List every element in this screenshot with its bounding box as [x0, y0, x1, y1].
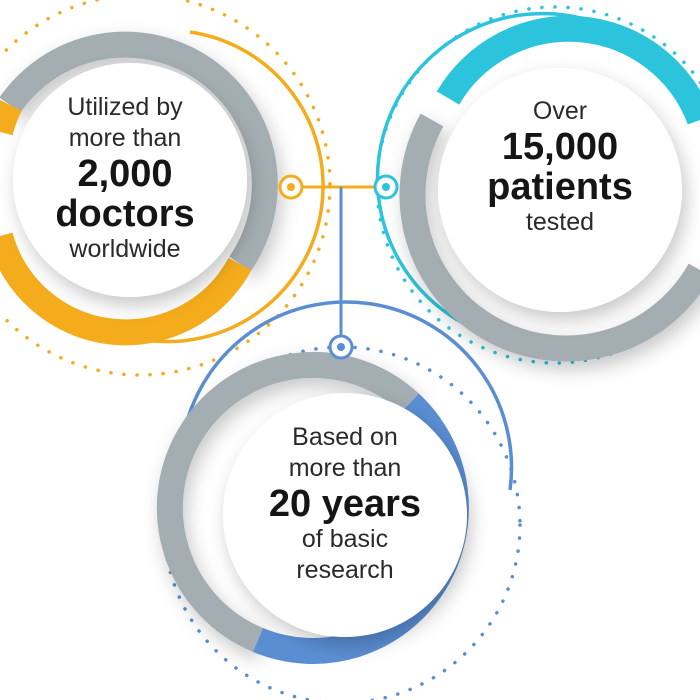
patients-figure: 15,000 [501, 126, 619, 168]
patients-node-inner [382, 183, 390, 191]
doctors-node-inner [287, 183, 295, 191]
patients-line1: Over [532, 97, 588, 125]
doctors-ring-gray [0, 31, 278, 272]
patients-dotted-ring [375, 5, 700, 365]
doctors-ring-orange-top [0, 99, 22, 136]
doctors-subject: doctors [55, 193, 195, 235]
doctors-line2: more than [68, 124, 182, 152]
research-line4: research [296, 556, 394, 584]
research-node-inner [337, 343, 345, 351]
doctors-line1: Utilized by [67, 93, 183, 121]
connector-lines [303, 185, 376, 337]
doctors-inner-disc [13, 63, 247, 297]
research-stat: Based on more than 20 years of basic res… [245, 422, 445, 586]
patients-line2: tested [525, 208, 595, 236]
patients-outer-arc [375, 11, 611, 340]
patients-subject: patients [487, 166, 633, 208]
patients-ring-gray [399, 113, 700, 362]
research-inner-disc [223, 393, 467, 637]
research-circle-group [156, 300, 522, 700]
research-line3: of basic [301, 525, 389, 553]
doctors-circle-group [0, 0, 332, 377]
research-figure: 20 years [268, 483, 422, 525]
research-line2: more than [288, 454, 402, 482]
research-line1: Based on [292, 423, 398, 451]
research-ring-gray [156, 351, 419, 652]
research-outer-arc [180, 300, 514, 491]
patients-inner-disc [438, 68, 682, 312]
doctors-outer-arc [144, 30, 325, 344]
patients-circle-group [373, 5, 700, 365]
patients-stat: Over 15,000 patients tested [470, 96, 650, 238]
patients-ring-cyan [436, 15, 700, 125]
doctors-dotted-ring [0, 0, 332, 377]
doctors-ring-orange [0, 232, 252, 346]
doctors-figure: 2,000 [77, 153, 173, 195]
doctors-stat: Utilized by more than 2,000 doctors worl… [30, 92, 220, 265]
doctors-line3: worldwide [69, 235, 181, 263]
